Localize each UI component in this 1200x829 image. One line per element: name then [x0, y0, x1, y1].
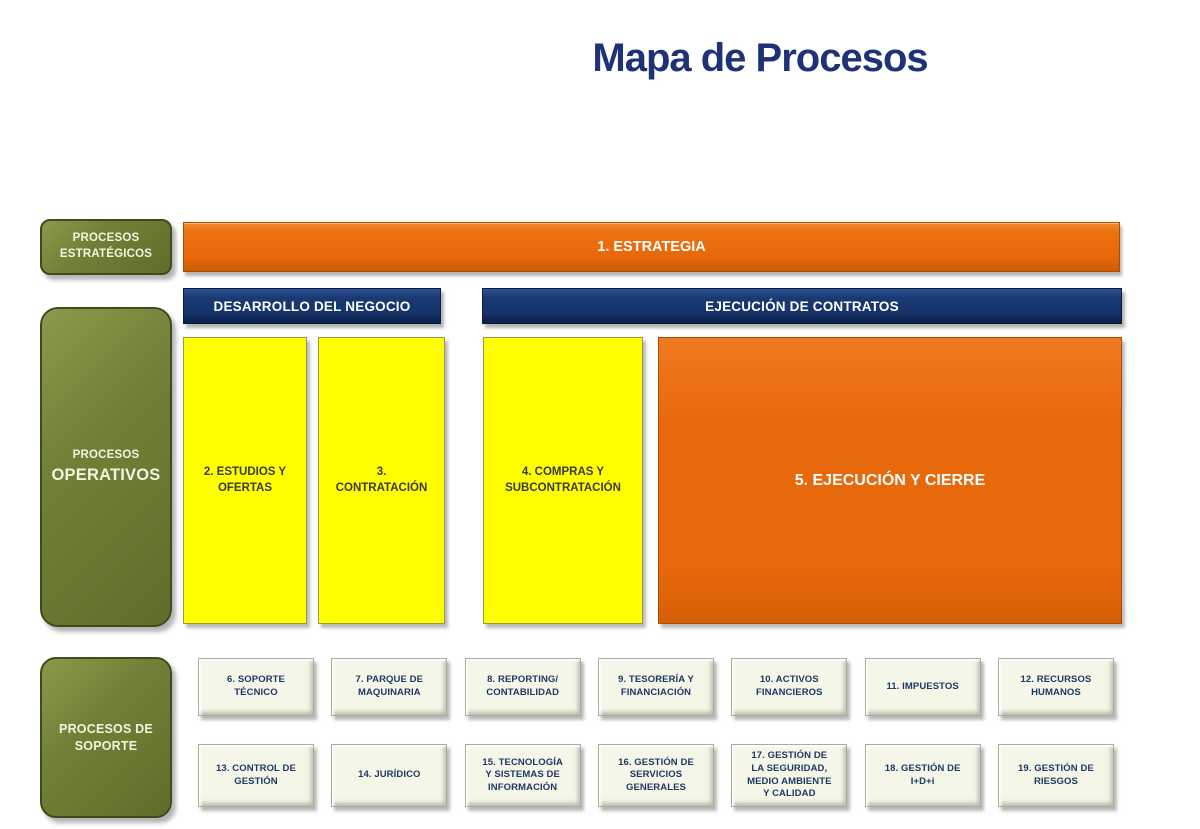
- process-box-estudios-y-ofertas: 2. ESTUDIOS Y OFERTAS: [183, 337, 307, 624]
- process-label: 5. EJECUCIÓN Y CIERRE: [794, 471, 986, 489]
- process-label: 17. GESTIÓN DE LA SEGURIDAD, MEDIO AMBIE…: [747, 750, 832, 800]
- support-box-gestion-seguridad-medioambiente-calidad: 17. GESTIÓN DE LA SEGURIDAD, MEDIO AMBIE…: [731, 744, 848, 807]
- support-box-reporting-contabilidad: 8. REPORTING/ CONTABILIDAD: [464, 658, 581, 716]
- page-title: Mapa de Procesos: [592, 36, 928, 80]
- process-label: 11. IMPUESTOS: [886, 680, 959, 692]
- lane-procesos-estrategicos: PROCESOS ESTRATÉGICOS: [40, 219, 172, 275]
- process-label: 10. ACTIVOS FINANCIEROS: [756, 674, 823, 698]
- process-box-ejecucion-y-cierre: 5. EJECUCIÓN Y CIERRE: [658, 337, 1122, 624]
- support-box-control-de-gestion: 13. CONTROL DE GESTIÓN: [198, 744, 314, 807]
- support-row-1: 6. SOPORTE TÉCNICO 7. PARQUE DE MAQUINAR…: [198, 658, 1114, 716]
- support-box-tecnologia-y-sistemas: 15. TECNOLOGÍA Y SISTEMAS DE INFORMACIÓN: [464, 744, 581, 807]
- process-label: 12. RECURSOS HUMANOS: [1020, 674, 1092, 698]
- process-label: 4. COMPRAS Y SUBCONTRATACIÓN: [505, 465, 621, 494]
- lane-label-line: ESTRATÉGICOS: [59, 248, 153, 260]
- support-box-gestion-idi: 18. GESTIÓN DE I+D+i: [864, 744, 981, 807]
- process-box-estrategia: 1. ESTRATEGIA: [183, 222, 1120, 272]
- support-box-soporte-tecnico: 6. SOPORTE TÉCNICO: [198, 658, 314, 716]
- group-header-label: DESARROLLO DEL NEGOCIO: [213, 298, 411, 314]
- support-box-gestion-servicios-generales: 16. GESTIÓN DE SERVICIOS GENERALES: [597, 744, 714, 807]
- process-label: 14. JURÍDICO: [358, 769, 421, 781]
- group-header-ejecucion-de-contratos: EJECUCIÓN DE CONTRATOS: [482, 288, 1122, 324]
- process-label: 3. CONTRATACIÓN: [335, 465, 428, 494]
- process-label: 19. GESTIÓN DE RIESGOS: [1018, 762, 1094, 787]
- lane-label-line: OPERATIVOS: [51, 465, 161, 484]
- support-box-juridico: 14. JURÍDICO: [331, 744, 448, 807]
- process-label: 18. GESTIÓN DE I+D+i: [884, 762, 961, 787]
- process-label: 8. REPORTING/ CONTABILIDAD: [486, 674, 560, 698]
- process-label: 9. TESORERÍA Y FINANCIACIÓN: [618, 674, 694, 698]
- process-label: 1. ESTRATEGIA: [597, 239, 706, 255]
- process-box-contratacion: 3. CONTRATACIÓN: [318, 337, 445, 624]
- lane-procesos-operativos: PROCESOS OPERATIVOS: [40, 307, 172, 627]
- support-box-tesoreria-y-financiacion: 9. TESORERÍA Y FINANCIACIÓN: [597, 658, 714, 716]
- process-label: 15. TECNOLOGÍA Y SISTEMAS DE INFORMACIÓN: [482, 756, 563, 793]
- support-row-2: 13. CONTROL DE GESTIÓN 14. JURÍDICO 15. …: [198, 744, 1114, 807]
- lane-procesos-de-soporte: PROCESOS DE SOPORTE: [40, 657, 172, 818]
- process-box-compras-y-subcontratacion: 4. COMPRAS Y SUBCONTRATACIÓN: [483, 337, 643, 624]
- support-box-recursos-humanos: 12. RECURSOS HUMANOS: [997, 658, 1114, 716]
- lane-label-line: PROCESOS: [72, 449, 140, 462]
- process-label: 7. PARQUE DE MAQUINARIA: [355, 674, 424, 698]
- process-label: 2. ESTUDIOS Y OFERTAS: [203, 465, 287, 494]
- support-box-gestion-de-riesgos: 19. GESTIÓN DE RIESGOS: [997, 744, 1114, 807]
- group-header-label: EJECUCIÓN DE CONTRATOS: [705, 298, 899, 314]
- lane-label-line: PROCESOS DE: [59, 721, 153, 736]
- support-box-parque-de-maquinaria: 7. PARQUE DE MAQUINARIA: [331, 658, 448, 716]
- lane-label-line: PROCESOS: [72, 232, 140, 245]
- support-box-impuestos: 11. IMPUESTOS: [864, 658, 981, 716]
- lane-label-line: SOPORTE: [74, 738, 138, 753]
- process-label: 13. CONTROL DE GESTIÓN: [216, 762, 296, 787]
- process-label: 16. GESTIÓN DE SERVICIOS GENERALES: [618, 756, 694, 793]
- support-box-activos-financieros: 10. ACTIVOS FINANCIEROS: [731, 658, 848, 716]
- process-label: 6. SOPORTE TÉCNICO: [226, 674, 285, 698]
- group-header-desarrollo-del-negocio: DESARROLLO DEL NEGOCIO: [183, 288, 441, 324]
